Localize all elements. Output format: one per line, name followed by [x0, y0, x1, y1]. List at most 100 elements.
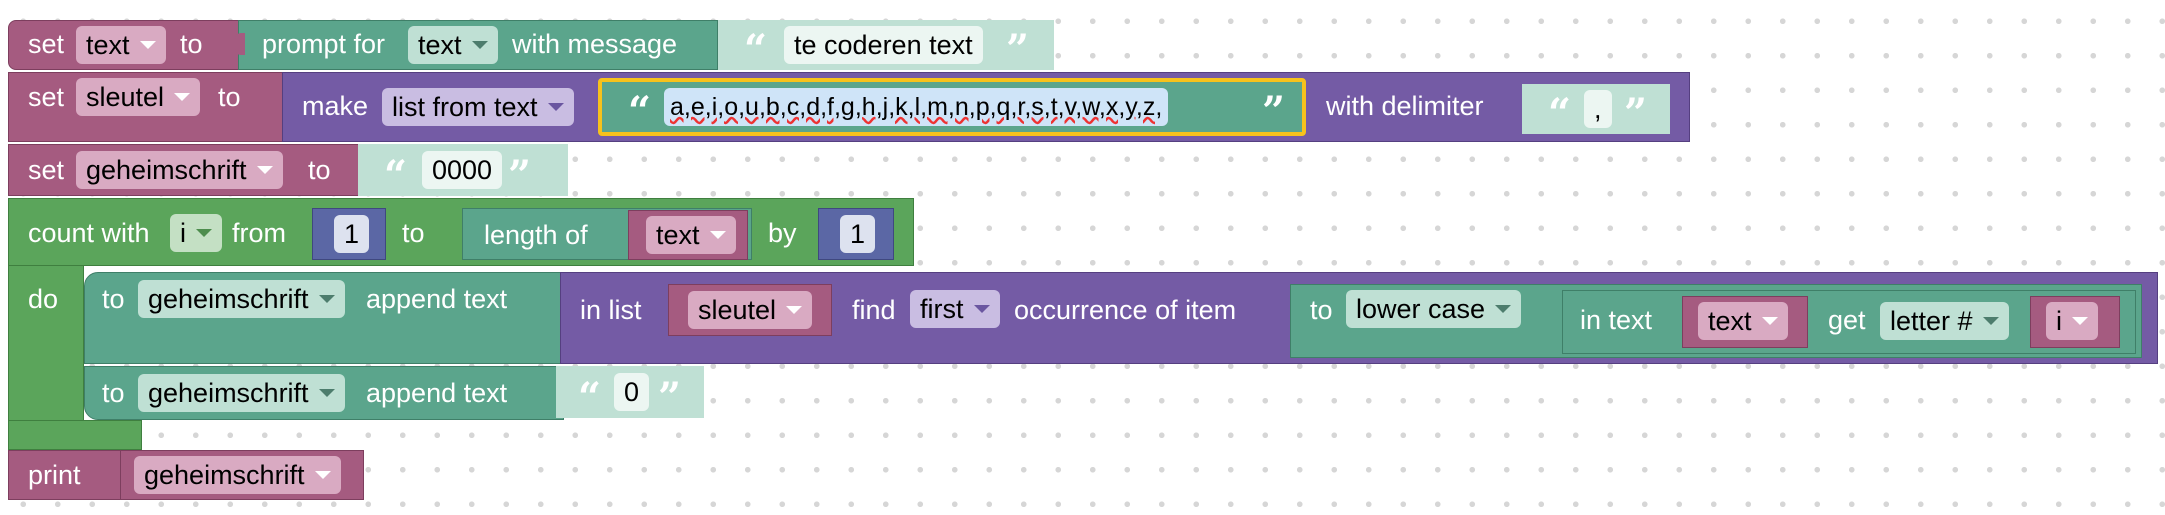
dropdown-value: geheimschrift: [148, 377, 309, 408]
field-value: a,e,i,o,u,b,c,d,f,g,h,j,k,l,m,n,p,q,r,s,…: [670, 92, 1163, 121]
value-field[interactable]: 0000: [422, 151, 503, 189]
field-value: ,: [1594, 93, 1602, 124]
chevron-down-icon: [2072, 317, 2088, 325]
find-label: find: [852, 295, 896, 325]
get-mode-dropdown[interactable]: letter #: [1880, 302, 2009, 340]
dropdown-value: sleutel: [698, 294, 777, 325]
chevron-down-icon: [314, 471, 331, 479]
dropdown-value: lower case: [1356, 293, 1486, 324]
to-label: to: [102, 378, 125, 408]
chevron-down-icon: [139, 41, 156, 49]
close-quote-icon: ”: [658, 374, 682, 421]
dropdown-value: sleutel: [86, 81, 165, 112]
set-label: set: [28, 155, 65, 185]
list-variable-dropdown[interactable]: sleutel: [688, 291, 813, 329]
in-list-label: in list: [580, 295, 642, 325]
dropdown-value: text: [1708, 305, 1752, 336]
field-value: te coderen text: [794, 29, 973, 60]
text-variable-dropdown[interactable]: text: [1698, 302, 1788, 340]
dropdown-value: first: [920, 293, 964, 324]
dropdown-value: geheimschrift: [86, 154, 247, 185]
variable-dropdown-sleutel[interactable]: sleutel: [76, 78, 201, 116]
index-variable-dropdown[interactable]: i: [2046, 302, 2098, 340]
chevron-down-icon: [709, 231, 726, 239]
count-with-label: count with: [28, 218, 150, 248]
source-text-field[interactable]: a,e,i,o,u,b,c,d,f,g,h,j,k,l,m,n,p,q,r,s,…: [664, 88, 1169, 126]
chevron-down-icon: [1495, 305, 1512, 313]
loop-variable-dropdown[interactable]: i: [170, 214, 222, 252]
chevron-down-icon: [471, 41, 488, 49]
close-quote-icon: ”: [1262, 88, 1286, 135]
field-value: 1: [850, 218, 866, 249]
append-text-label: append text: [366, 378, 508, 408]
prompt-type-dropdown[interactable]: text: [408, 26, 498, 64]
to-label: to: [308, 155, 331, 185]
open-quote-icon: “: [744, 26, 768, 73]
in-text-label: in text: [1580, 305, 1653, 335]
open-quote-icon: “: [1548, 90, 1572, 137]
get-label: get: [1828, 305, 1866, 335]
with-message-label: with message: [512, 29, 678, 59]
from-label: from: [232, 218, 286, 248]
close-quote-icon: ”: [1624, 90, 1648, 137]
make-mode-dropdown[interactable]: list from text: [382, 88, 574, 126]
length-variable-dropdown[interactable]: text: [646, 216, 736, 254]
chevron-down-icon: [1982, 317, 1999, 325]
chevron-down-icon: [547, 103, 564, 111]
case-mode-dropdown[interactable]: lower case: [1346, 290, 1522, 328]
dropdown-value: geheimschrift: [148, 283, 309, 314]
dropdown-value: geheimschrift: [144, 459, 305, 490]
open-quote-icon: “: [578, 374, 602, 421]
from-number-field[interactable]: 1: [334, 215, 370, 253]
make-label: make: [302, 91, 369, 121]
input-tab: [235, 33, 245, 55]
field-value: 0000: [432, 154, 493, 185]
by-label: by: [768, 218, 797, 248]
with-delimiter-label: with delimiter: [1326, 91, 1484, 121]
count-loop-spine: [8, 266, 84, 446]
close-quote-icon: ”: [1006, 26, 1030, 73]
delimiter-field[interactable]: ,: [1584, 90, 1612, 128]
length-of-label: length of: [484, 220, 588, 250]
chevron-down-icon: [174, 93, 191, 101]
to-label: to: [102, 284, 125, 314]
dropdown-value: text: [656, 219, 700, 250]
to-label: to: [218, 82, 241, 112]
chevron-down-icon: [256, 166, 273, 174]
count-loop-foot: [8, 420, 142, 450]
count-loop-block[interactable]: [8, 198, 914, 266]
by-number-field[interactable]: 1: [840, 215, 876, 253]
dropdown-value: letter #: [1890, 305, 1973, 336]
open-quote-icon: “: [384, 152, 408, 199]
dropdown-value: i: [2056, 305, 2062, 336]
field-value: 1: [344, 218, 360, 249]
set-label: set: [28, 29, 65, 59]
find-mode-dropdown[interactable]: first: [910, 290, 1000, 328]
dropdown-value: text: [418, 29, 462, 60]
variable-dropdown-geheimschrift[interactable]: geheimschrift: [76, 151, 283, 189]
to-label: to: [402, 218, 425, 248]
append-value-field[interactable]: 0: [614, 373, 650, 411]
to-label: to: [1310, 295, 1333, 325]
set-label: set: [28, 82, 65, 112]
chevron-down-icon: [318, 295, 335, 303]
chevron-down-icon: [318, 389, 335, 397]
dropdown-value: i: [180, 217, 186, 248]
append-variable-dropdown[interactable]: geheimschrift: [138, 280, 345, 318]
append-text-label: append text: [366, 284, 508, 314]
chevron-down-icon: [1761, 317, 1778, 325]
append-variable-dropdown[interactable]: geheimschrift: [138, 374, 345, 412]
chevron-down-icon: [786, 306, 803, 314]
open-quote-icon: “: [628, 88, 652, 135]
print-variable-dropdown[interactable]: geheimschrift: [134, 456, 341, 494]
print-label: print: [28, 460, 81, 490]
to-label: to: [180, 29, 203, 59]
prompt-for-label: prompt for: [262, 29, 386, 59]
chevron-down-icon: [973, 305, 990, 313]
message-text-field[interactable]: te coderen text: [784, 26, 983, 64]
chevron-down-icon: [196, 229, 212, 237]
variable-dropdown-text[interactable]: text: [76, 26, 166, 64]
close-quote-icon: ”: [508, 152, 532, 199]
occurrence-label: occurrence of item: [1014, 295, 1237, 325]
field-value: 0: [624, 376, 640, 407]
